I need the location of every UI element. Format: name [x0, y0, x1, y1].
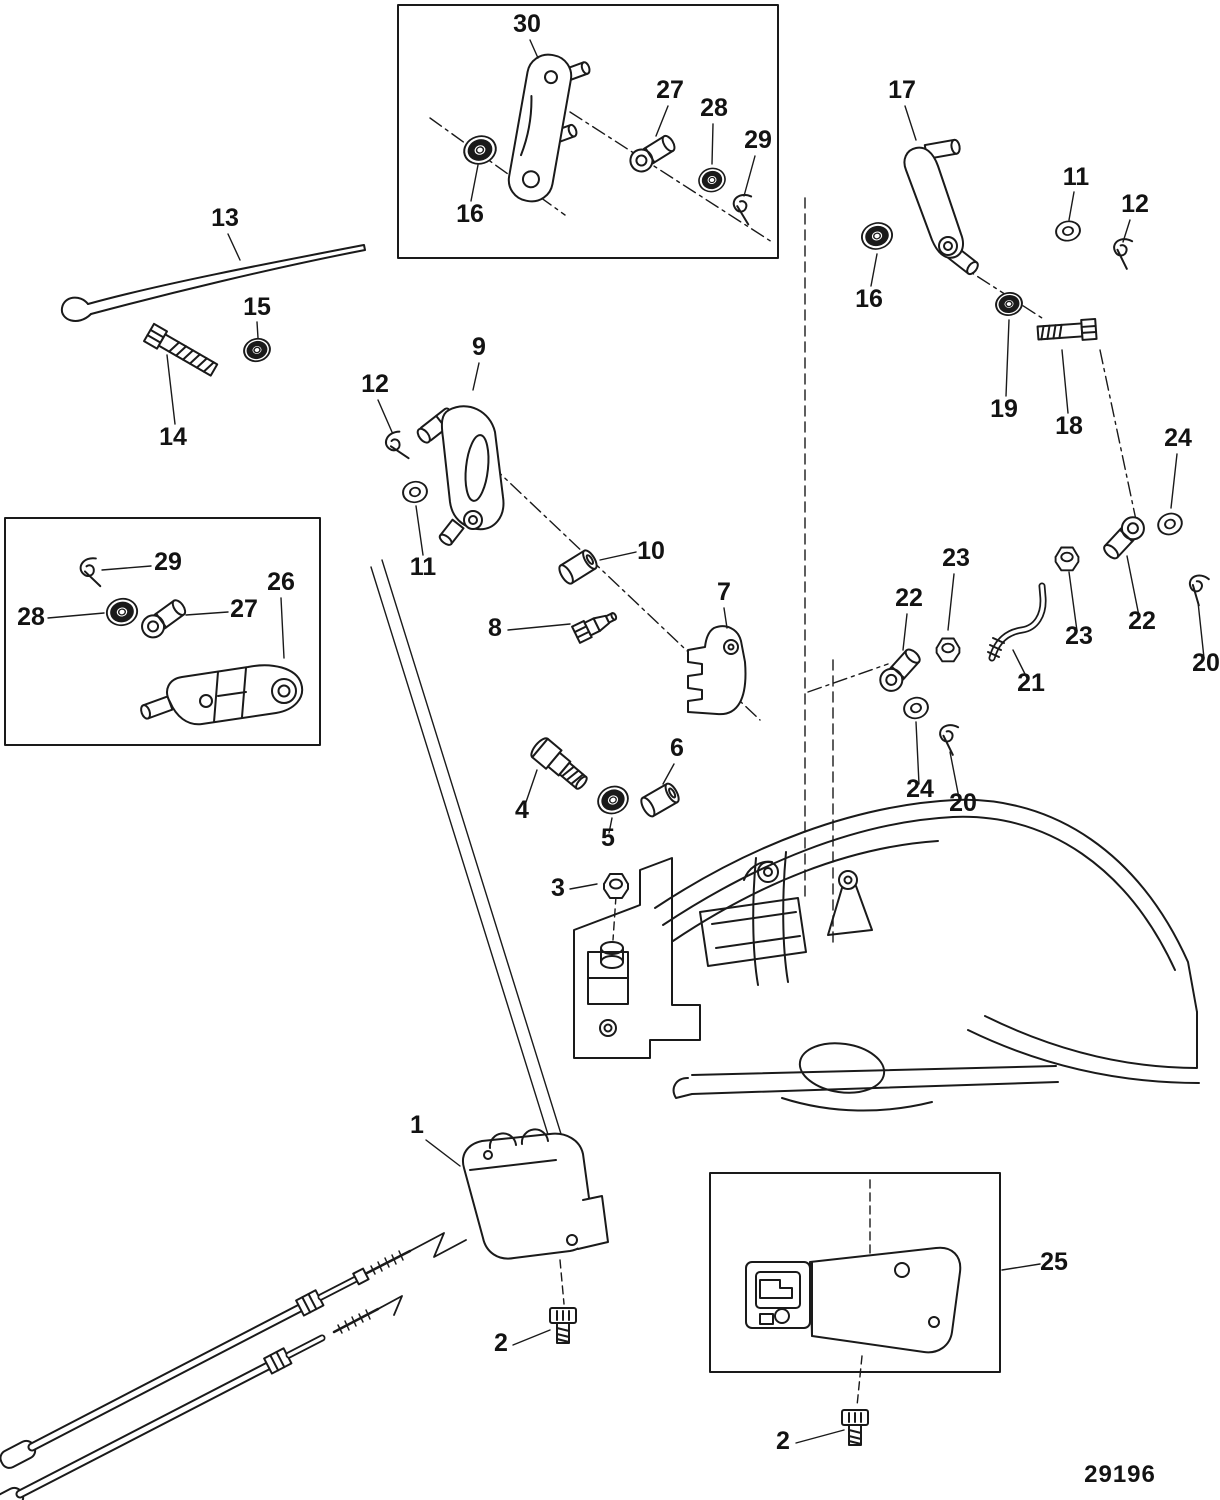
callout-12-left: 12 [361, 370, 389, 398]
part-2-screw-left [549, 1307, 577, 1344]
callout-2-left: 2 [494, 1329, 508, 1357]
callout-18: 18 [1055, 412, 1083, 440]
part-22-cable-end-upper [1098, 511, 1150, 564]
part-5-grommet [594, 782, 632, 818]
part-18-bolt [1036, 317, 1098, 341]
part-28-grommet-left [104, 596, 139, 628]
part-2-screw-right [841, 1409, 869, 1446]
leader-lines [47, 39, 1205, 1444]
callout-28-top: 28 [700, 94, 728, 122]
part-15-washer [242, 336, 273, 364]
part-23-nut-lower [935, 637, 961, 663]
part-4-pin-bolt [530, 737, 588, 790]
callout-16-top: 16 [456, 200, 484, 228]
callout-28-left: 28 [17, 603, 45, 631]
part-1-cable-clamp [462, 1128, 609, 1260]
callout-10: 10 [637, 537, 665, 565]
callout-27-top: 27 [656, 76, 684, 104]
callout-24-upper: 24 [1164, 424, 1192, 452]
callout-26: 26 [267, 568, 295, 596]
callout-24-lower: 24 [906, 775, 934, 803]
callout-17: 17 [888, 76, 916, 104]
diagram-number: 29196 [1084, 1461, 1156, 1488]
part-10-spacer [555, 547, 601, 587]
callout-23-right: 23 [1065, 622, 1093, 650]
callout-3: 3 [551, 874, 565, 902]
callout-27-left: 27 [230, 595, 258, 623]
part-14-bolt [143, 322, 219, 377]
callout-11-left: 11 [410, 553, 437, 581]
part-6-spacer [637, 780, 683, 820]
callout-13: 13 [211, 204, 239, 232]
part-29-clip-left [78, 556, 102, 589]
part-9-lever [416, 405, 505, 546]
part-26-lever [140, 664, 304, 726]
engine-bracket [573, 798, 1200, 1112]
part-16-grommet-right [859, 220, 895, 253]
callout-12-right: 12 [1121, 190, 1149, 218]
detail-box-bottom [709, 1172, 1001, 1373]
part-7-bracket-arm [687, 625, 747, 716]
callout-22-left: 22 [895, 584, 923, 612]
part-12-cotter-right [1108, 235, 1136, 270]
callout-7: 7 [717, 578, 731, 606]
part-16-grommet-top [461, 132, 500, 168]
part-24-washer-upper [1154, 509, 1186, 539]
callout-labels: 30 27 28 29 16 17 11 12 16 19 18 24 13 1… [17, 10, 1220, 1488]
part-17-lever [903, 138, 979, 276]
part-13-rod [60, 244, 366, 322]
callout-22-right: 22 [1128, 607, 1156, 635]
callout-25: 25 [1040, 1248, 1068, 1276]
callout-29-left: 29 [154, 548, 182, 576]
part-25-bracket [745, 1246, 962, 1354]
part-3-nut [603, 873, 629, 899]
callout-14: 14 [159, 423, 187, 451]
part-12-cotter-left [382, 429, 410, 464]
part-19-washer [994, 290, 1024, 317]
callout-11-right: 11 [1063, 163, 1090, 191]
part-29-clip-top [729, 192, 755, 226]
part-30-link-plate [507, 53, 591, 203]
detail-box-left [4, 517, 321, 746]
callout-16-right: 16 [855, 285, 883, 313]
callout-9: 9 [472, 333, 486, 361]
callout-4: 4 [515, 796, 529, 824]
part-8-fitting [571, 612, 618, 644]
callout-19: 19 [990, 395, 1018, 423]
part-27-cable-end-top [625, 130, 680, 177]
throttle-cables [0, 1232, 467, 1500]
callout-30: 30 [513, 10, 541, 38]
callout-8: 8 [488, 614, 502, 642]
callout-20-lower: 20 [949, 789, 977, 817]
part-20-clip-lower [934, 721, 962, 756]
part-27-cable-end-left [136, 595, 191, 643]
callout-20-right: 20 [1192, 649, 1220, 677]
callout-15: 15 [243, 293, 271, 321]
callout-29-top: 29 [744, 126, 772, 154]
callout-1: 1 [410, 1111, 424, 1139]
part-22-cable-end-lower [874, 644, 925, 697]
callout-5: 5 [601, 824, 615, 852]
part-23-nut-upper [1054, 546, 1080, 572]
part-28-grommet-top [696, 165, 727, 194]
part-20-clip-upper [1181, 570, 1212, 607]
callout-21: 21 [1017, 669, 1045, 697]
callout-2-right: 2 [776, 1427, 790, 1455]
part-21-link-rod [987, 582, 1047, 662]
part-24-washer-lower [900, 694, 932, 722]
part-11-washer-left [400, 478, 430, 506]
callout-6: 6 [670, 734, 684, 762]
callout-23-left: 23 [942, 544, 970, 572]
detail-box-top [397, 4, 779, 259]
part-11-washer-right [1053, 218, 1083, 244]
